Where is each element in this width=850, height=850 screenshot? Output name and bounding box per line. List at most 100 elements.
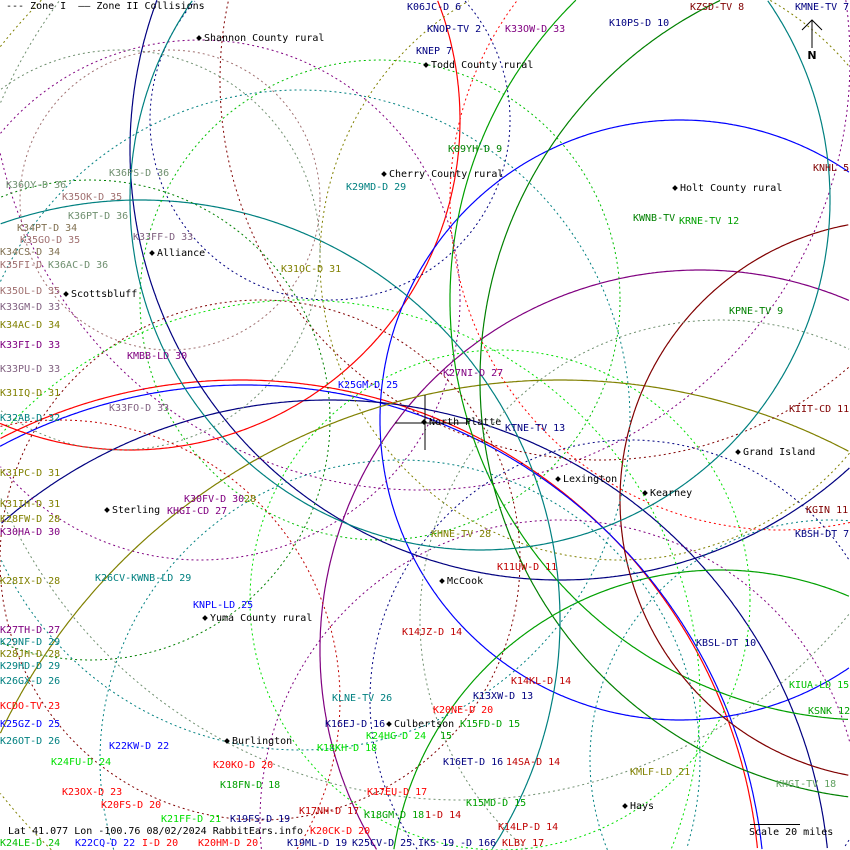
station-label[interactable]: K36AC-D 36 [48, 260, 109, 271]
station-label[interactable]: K18GM-D 18 [364, 810, 425, 821]
station-label[interactable]: K31IQ-D 31 [0, 388, 61, 399]
station-label[interactable]: K20HM-D 20 [198, 838, 259, 849]
station-label[interactable]: K22KW-D 22 [109, 741, 170, 752]
station-label[interactable]: KBSH-DT 7 [795, 529, 850, 540]
station-label[interactable]: K30HA-D 30 [0, 527, 61, 538]
station-label[interactable]: K35OL-D 35 [0, 286, 61, 297]
station-label[interactable]: KLNE-TV 26 [332, 693, 393, 704]
station-label[interactable]: K20NE-D 20 [433, 705, 494, 716]
station-label[interactable]: K17NH-D 17 [299, 806, 360, 817]
station-label[interactable]: K06JC-D 6 [407, 2, 462, 13]
station-label[interactable]: K24LE-D 24 [0, 838, 61, 849]
station-label[interactable]: KMLF-LD 21 [630, 767, 691, 778]
station-label[interactable]: K22CQ-D 22 [75, 838, 136, 849]
station-label[interactable]: K32AB-D 32 [0, 413, 61, 424]
station-label[interactable]: K26CV-KWNB-LD 29 [95, 573, 192, 584]
station-label[interactable]: K16EJ-D 16 [325, 719, 386, 730]
station-label[interactable]: KTNE-TV 13 [505, 423, 566, 434]
station-label[interactable]: K25GZ-D 25 [0, 719, 61, 730]
station-label[interactable]: IKS 19 [418, 838, 455, 849]
station-label[interactable]: K15FD-D 15 [460, 719, 521, 730]
station-label[interactable]: K14JZ-D 14 [402, 627, 463, 638]
station-label[interactable]: K11UW-D 11 [497, 562, 558, 573]
station-label[interactable]: K31OC-D 31 [281, 264, 342, 275]
station-label[interactable]: K26GX-D 26 [0, 676, 61, 687]
station-label[interactable]: K24FU-D 24 [51, 757, 112, 768]
station-label[interactable]: K19ML-D 19 [287, 838, 348, 849]
station-label[interactable]: K34AC-D 34 [0, 320, 61, 331]
station-label[interactable]: K34CS-D 34 [0, 247, 61, 258]
station-label[interactable]: KHGI-TV 18 [776, 779, 837, 790]
station-label[interactable]: K18KH-D 18 [317, 743, 378, 754]
station-label[interactable]: K28JH-D 28 [0, 649, 61, 660]
station-label[interactable]: K31PC-D 31 [0, 468, 61, 479]
station-label[interactable]: K13XW-D 13 [473, 691, 534, 702]
station-label[interactable]: K09YH-D 9 [448, 144, 503, 155]
station-label[interactable]: K14LP-D 14 [498, 822, 559, 833]
station-label[interactable]: KMBB-LD 30 [127, 351, 188, 362]
station-label[interactable]: KIIT-CD 11 [789, 404, 850, 415]
station-label[interactable]: K31IH-D 31 [0, 499, 61, 510]
station-label[interactable]: KGIN 11 [806, 505, 849, 516]
station-label[interactable]: K25CV-D 25 [352, 838, 413, 849]
station-label[interactable]: K33PU-D 33 [0, 364, 61, 375]
station-label[interactable]: K14KL-D 14 [511, 676, 572, 687]
station-label[interactable]: K36PS-D 36 [109, 168, 170, 179]
station-label[interactable]: KBSL-DT 10 [696, 638, 757, 649]
station-label[interactable]: K21FF-D 21 [161, 814, 222, 825]
station-label[interactable]: K34PT-D 34 [17, 223, 78, 234]
station-label[interactable]: K36OY-D 36 [6, 180, 67, 191]
station-label[interactable]: K33OW-D 33 [505, 24, 566, 35]
station-label[interactable]: K33FI-D 33 [0, 340, 61, 351]
station-label[interactable]: KMNE-TV 7 [795, 2, 850, 13]
station-label[interactable]: K18FN-D 18 [220, 780, 281, 791]
station-label[interactable]: KSNK 12 [808, 706, 850, 717]
station-label[interactable]: K24HG-D 24 [366, 731, 427, 742]
station-label[interactable]: 28 [244, 494, 257, 505]
station-label[interactable]: KIUA-LD 15 [789, 680, 850, 691]
station-label[interactable]: K29HD-D 29 [0, 661, 61, 672]
station-label[interactable]: KRNE-TV 12 [679, 216, 740, 227]
station-label[interactable]: K35OK-D 35 [62, 192, 123, 203]
station-label[interactable]: I-D 20 [142, 838, 179, 849]
station-label[interactable]: KZSD-TV 8 [690, 2, 745, 13]
station-label[interactable]: KHGI-CD 27 [167, 506, 228, 517]
station-label[interactable]: KNHL 5 [813, 163, 850, 174]
station-label[interactable]: KNEP 7 [416, 46, 453, 57]
station-label[interactable]: K35GO-D 35 [20, 235, 81, 246]
station-label[interactable]: K27NI-D 27 [443, 368, 504, 379]
station-label[interactable]: -D 166 [460, 838, 497, 849]
station-label[interactable]: K16ET-D 16 [443, 757, 504, 768]
station-label[interactable]: K10PS-D 10 [609, 18, 670, 29]
station-label[interactable]: KWNB-TV [633, 213, 676, 224]
station-label[interactable]: K28FW-D 28 [0, 514, 61, 525]
station-label[interactable]: KCDO-TV 23 [0, 701, 61, 712]
station-label[interactable]: KLBY 17 [502, 838, 545, 849]
station-label[interactable]: K26OT-D 26 [0, 736, 61, 747]
station-label[interactable]: K25GM-D 25 [338, 380, 399, 391]
station-label[interactable]: 14SA-D 14 [506, 757, 561, 768]
station-label[interactable]: 1-D 14 [425, 810, 462, 821]
station-label[interactable]: KNOP-TV 2 [427, 24, 482, 35]
station-label[interactable]: K33FF-D 33 [133, 232, 194, 243]
station-label[interactable]: K36PT-D 36 [68, 211, 129, 222]
station-label[interactable]: K35FI-D [0, 260, 43, 271]
station-label[interactable]: KHNE-TV 28 [431, 529, 492, 540]
station-label[interactable]: 15 [440, 731, 453, 742]
station-label[interactable]: K27TH-D 27 [0, 625, 61, 636]
station-label[interactable]: K19FS-D 19 [230, 814, 291, 825]
station-label[interactable]: K30FV-D 30 [184, 494, 245, 505]
station-label[interactable]: K23OX-D 23 [62, 787, 123, 798]
station-label[interactable]: K28IX-D 28 [0, 576, 61, 587]
station-label[interactable]: KNPL-LD 25 [193, 600, 254, 611]
station-label[interactable]: K20FS-D 20 [101, 800, 162, 811]
station-label[interactable]: KPNE-TV 9 [729, 306, 784, 317]
station-label[interactable]: K20KO-D 20 [213, 760, 274, 771]
station-label[interactable]: K17EU-D 17 [367, 787, 428, 798]
station-label[interactable]: K29NF-D 29 [0, 637, 61, 648]
station-label[interactable]: K33FO-D 33 [109, 403, 170, 414]
station-label[interactable]: K29MD-D 29 [346, 182, 407, 193]
station-label[interactable]: K33GM-D 33 [0, 302, 61, 313]
station-label[interactable]: K15MD-D 15 [466, 798, 527, 809]
